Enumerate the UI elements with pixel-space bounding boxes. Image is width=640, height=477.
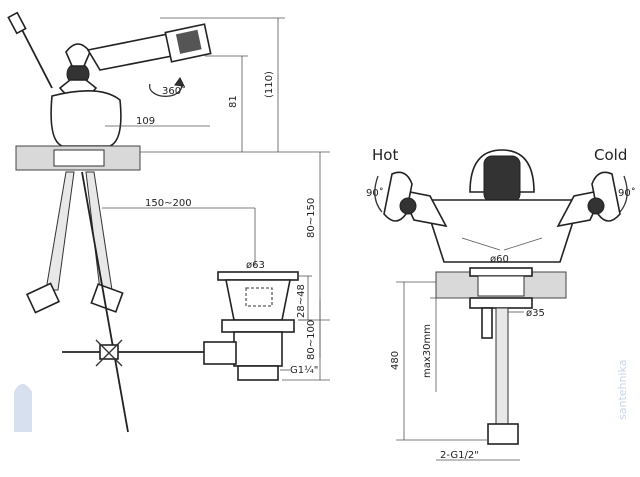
drain-thread xyxy=(237,365,279,381)
side-view xyxy=(7,11,212,433)
hot-rot-arrow xyxy=(374,175,383,213)
drain-plug xyxy=(245,287,273,307)
dim-80-150: 80~150 xyxy=(306,198,317,238)
handle-top-arm xyxy=(65,43,91,67)
hidden-line-1 xyxy=(461,237,501,251)
dim-60: ø60 xyxy=(490,254,509,265)
mount-flange xyxy=(53,149,105,167)
dim-g114: G1¼" xyxy=(290,364,318,376)
base-flange xyxy=(469,267,533,277)
mixer-body xyxy=(50,90,122,147)
cold-rot-arrow xyxy=(619,175,628,213)
dim-81: 81 xyxy=(228,95,239,108)
lift-rod xyxy=(81,171,129,433)
drain-side-port xyxy=(203,341,237,365)
mount-hole xyxy=(477,275,525,297)
dim-150-200: 150~200 xyxy=(145,198,192,209)
drain-flange xyxy=(217,271,299,281)
spout xyxy=(86,33,173,71)
hose-nut-front xyxy=(487,423,519,445)
dim-max30: max30mm xyxy=(422,324,433,378)
front-view: Hot Cold 90˚ 90˚ ø60 ø35 xyxy=(366,146,636,461)
cold-cap xyxy=(587,197,605,215)
hot-handle xyxy=(383,171,448,228)
cold-label: Cold xyxy=(594,146,627,164)
plumber-logo xyxy=(14,384,32,432)
dim-28-48: 28~48 xyxy=(296,284,307,318)
hot-label: Hot xyxy=(372,146,398,164)
aerator xyxy=(175,29,202,54)
dim-110: (110) xyxy=(264,71,275,98)
hose-left xyxy=(45,171,75,291)
clamp-x2 xyxy=(95,339,123,367)
aerator-front xyxy=(483,155,521,203)
watermark: santehnika xyxy=(14,360,629,432)
dim-63: ø63 xyxy=(246,260,265,271)
lever-rod xyxy=(17,21,53,89)
drain-body xyxy=(233,331,283,367)
dim-109: 109 xyxy=(136,116,155,127)
rotation-360-label: 360˚ xyxy=(162,85,186,97)
rotation-360-head xyxy=(174,77,185,87)
dim-35: ø35 xyxy=(526,308,545,319)
cold-handle xyxy=(556,171,621,228)
lever-tip xyxy=(7,11,27,35)
hose-front xyxy=(495,307,509,425)
lock-nut xyxy=(469,297,533,309)
rotation-360-arrow xyxy=(148,81,183,97)
hot-cap xyxy=(399,197,417,215)
drain-assembly: ø63 28~48 80~100 G1¼" xyxy=(203,260,330,381)
stud xyxy=(481,307,493,339)
dim-g12: 2-G1/2" xyxy=(440,450,479,461)
watermark-text: santehnika xyxy=(616,360,629,420)
hose-nut-right xyxy=(90,283,124,313)
hidden-line-2 xyxy=(503,237,543,251)
drain-cup xyxy=(225,279,291,321)
hose-nut-left xyxy=(25,282,61,314)
dim-80-100: 80~100 xyxy=(306,320,317,360)
body-front xyxy=(422,199,582,263)
dim-480: 480 xyxy=(390,351,401,370)
drain-nut xyxy=(221,319,295,333)
